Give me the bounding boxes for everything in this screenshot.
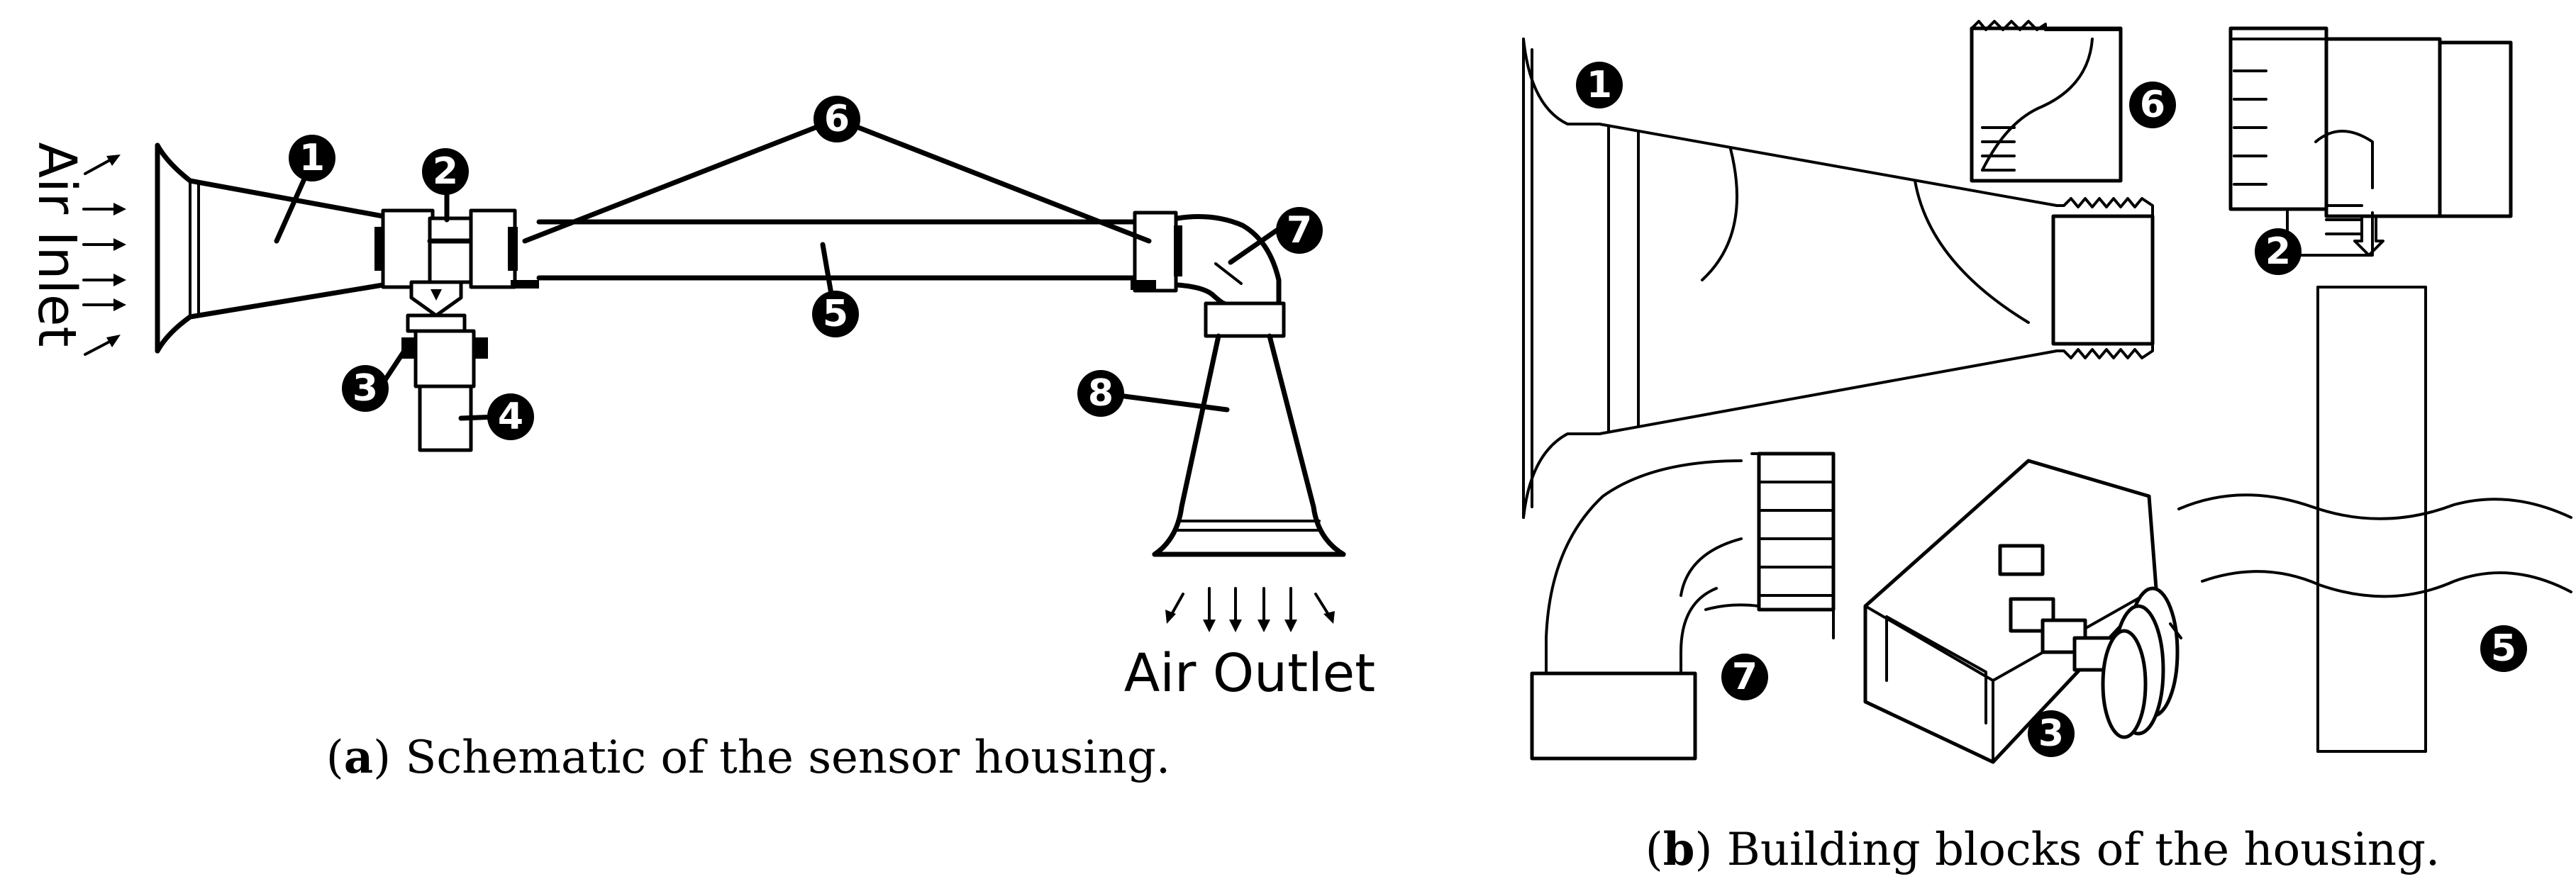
inlet-funnel [155, 142, 386, 354]
part-tube [2177, 286, 2572, 753]
svg-text:5: 5 [823, 293, 848, 335]
elbow-fitting [1175, 214, 1282, 306]
svg-text:6: 6 [824, 98, 850, 140]
panel-a-caption: (a) Schematic of the sensor housing. [326, 731, 1171, 784]
part-inlet-funnel [1522, 38, 2155, 519]
panel-a-schematic: Air Inlet [26, 96, 1375, 784]
part-sensor-box [1863, 459, 2182, 764]
outlet-funnel [1152, 301, 1346, 557]
badge-2: 2 [422, 148, 469, 195]
main-tube [536, 219, 1138, 281]
svg-text:3: 3 [2038, 712, 2064, 755]
badge-4: 4 [487, 393, 534, 440]
badge-b-7: 7 [1721, 654, 1768, 700]
badge-7: 7 [1276, 207, 1323, 254]
elbow-coupler [1131, 211, 1182, 293]
panel-b-badges: 1 6 2 7 3 5 [1576, 62, 2527, 757]
part-elbow [1530, 452, 1836, 761]
svg-text:3: 3 [352, 367, 378, 410]
badge-b-1: 1 [1576, 62, 1623, 108]
svg-text:2: 2 [433, 150, 458, 193]
badge-b-6: 6 [2129, 82, 2176, 128]
badge-5: 5 [812, 291, 859, 337]
svg-text:1: 1 [1587, 64, 1612, 106]
outlet-arrows [1165, 587, 1335, 632]
badge-1: 1 [289, 135, 335, 181]
panel-b-building-blocks: 1 6 2 7 3 5 (b) Building blocks of the h… [1522, 20, 2572, 876]
inlet-arrows [82, 155, 126, 356]
inlet-coupler [374, 208, 435, 289]
air-outlet-label: Air Outlet [1124, 643, 1375, 704]
badge-b-2: 2 [2255, 228, 2302, 275]
svg-text:7: 7 [1732, 656, 1758, 698]
badge-3: 3 [342, 365, 389, 412]
tee-right-coupler [469, 208, 539, 289]
badge-b-3: 3 [2028, 710, 2075, 757]
svg-text:6: 6 [2140, 84, 2165, 126]
panel-a-badges: 1 2 3 4 5 6 7 8 [289, 96, 1323, 440]
badge-6: 6 [814, 96, 860, 142]
svg-text:5: 5 [2491, 627, 2516, 670]
panel-b-caption: (b) Building blocks of the housing. [1645, 823, 2441, 876]
svg-text:7: 7 [1287, 209, 1312, 252]
part-threaded-coupler [1970, 20, 2123, 183]
svg-text:2: 2 [2265, 230, 2291, 273]
svg-text:8: 8 [1088, 372, 1114, 415]
badge-8: 8 [1077, 370, 1124, 417]
part-tee [2228, 26, 2513, 257]
svg-text:4: 4 [498, 396, 523, 438]
svg-text:1: 1 [299, 137, 325, 179]
sensor-stub [401, 313, 488, 452]
badge-b-5: 5 [2480, 625, 2527, 672]
air-inlet-label: Air Inlet [26, 142, 87, 347]
